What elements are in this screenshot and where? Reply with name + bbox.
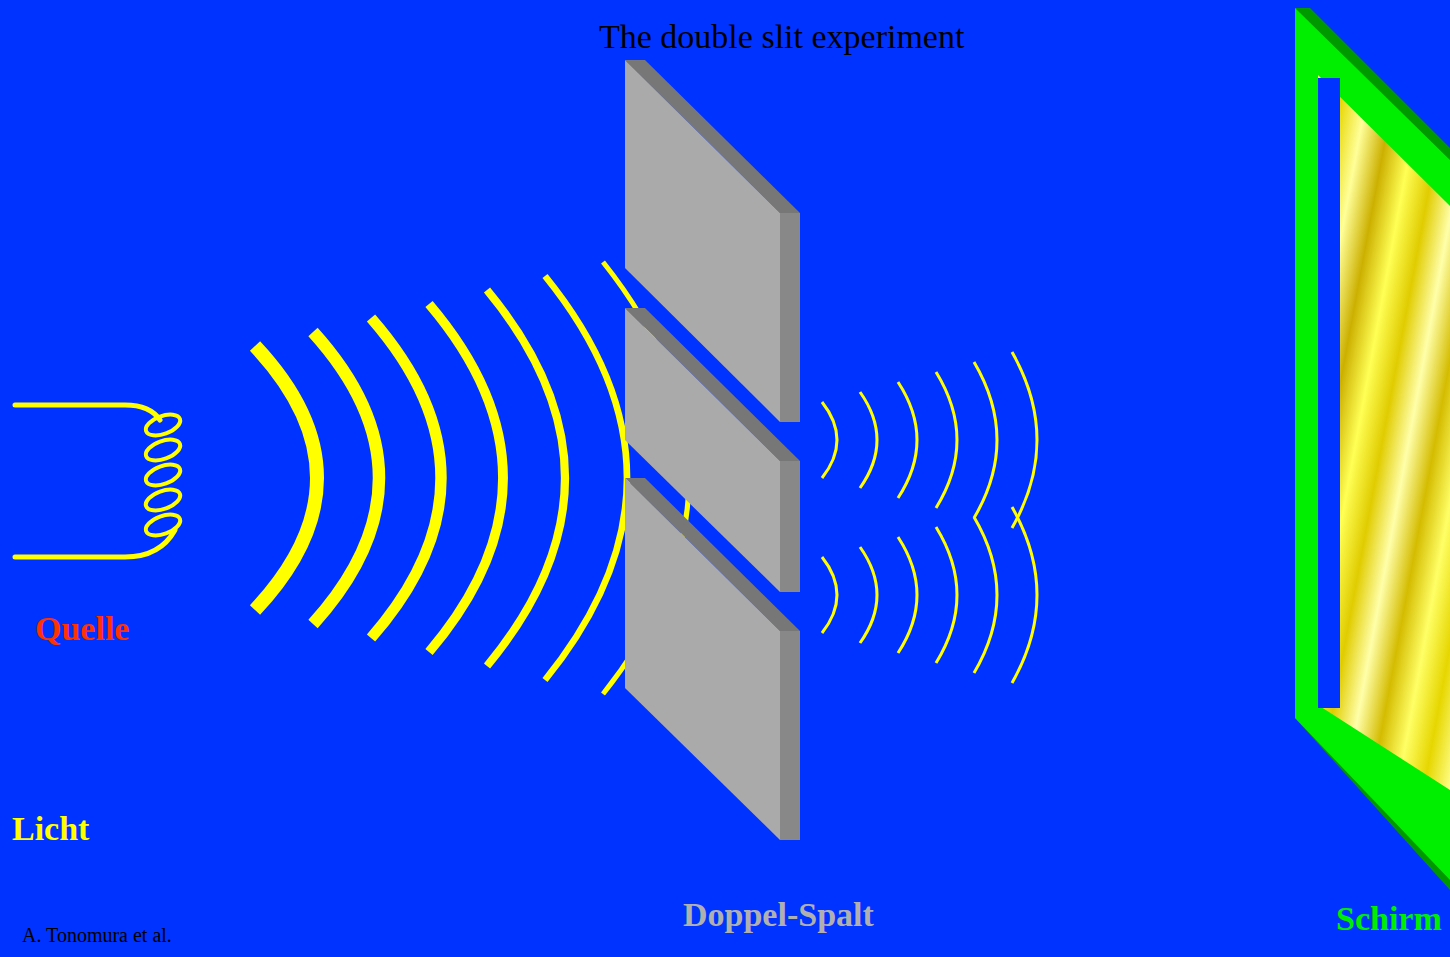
source-label: Quelle — [35, 610, 129, 648]
diagram-title: The double slit experiment — [599, 18, 964, 56]
light-label: Licht — [12, 810, 89, 848]
credit-note: A. Tonomura et al. — [22, 924, 172, 947]
light-source — [15, 405, 183, 557]
diffracted-waves — [822, 352, 1037, 683]
slit-label: Doppel-Spalt — [683, 896, 874, 934]
double-slit-plates — [625, 60, 800, 840]
incoming-waves — [255, 262, 689, 694]
screen-label: Schirm — [1336, 900, 1442, 938]
screen — [1295, 8, 1450, 890]
